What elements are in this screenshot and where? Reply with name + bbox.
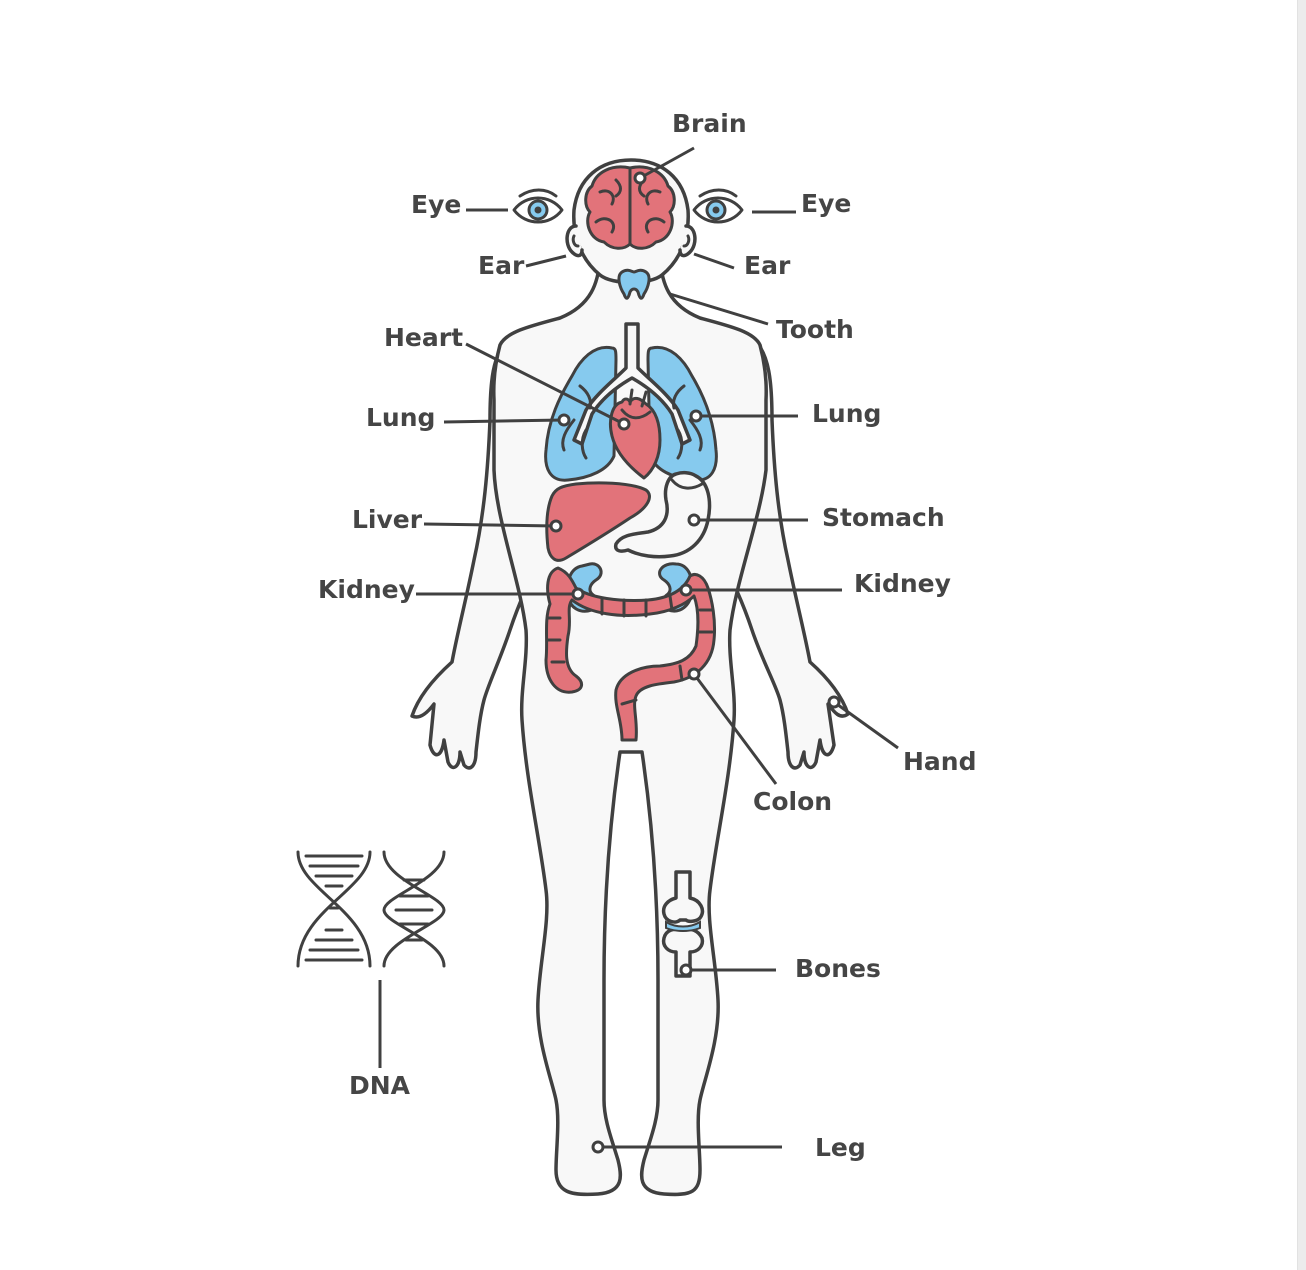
label-stomach: Stomach [822, 503, 945, 532]
label-bones: Bones [795, 954, 881, 983]
label-hand: Hand [903, 747, 977, 776]
label-eye-right: Eye [801, 189, 851, 218]
eye-icon [692, 188, 744, 224]
labels: Brain Eye Eye Ear Ear Tooth Heart Lung L… [318, 109, 977, 1162]
tooth-icon [617, 268, 651, 300]
label-leg: Leg [815, 1133, 866, 1162]
label-dna: DNA [349, 1071, 411, 1100]
label-lung-right: Lung [812, 399, 881, 428]
label-ear-right: Ear [744, 251, 791, 280]
label-tooth: Tooth [776, 315, 854, 344]
label-lung-left: Lung [366, 403, 435, 432]
label-kidney-right: Kidney [854, 569, 951, 598]
dna-icon [296, 850, 446, 968]
label-kidney-left: Kidney [318, 575, 415, 604]
bone-icon [661, 870, 705, 978]
marker-dots [549, 171, 841, 1154]
label-eye-left: Eye [411, 190, 461, 219]
brain-icon [584, 165, 676, 250]
leader-lines [378, 146, 899, 1149]
label-heart: Heart [384, 323, 463, 352]
label-colon: Colon [753, 787, 832, 816]
colon-icon [544, 566, 716, 742]
liver-icon [545, 481, 651, 562]
lungs-icon [544, 322, 718, 482]
label-liver: Liver [352, 505, 423, 534]
page-edge [1297, 0, 1306, 1270]
eye-icon [512, 188, 564, 224]
stomach-icon [613, 470, 712, 559]
label-brain: Brain [672, 109, 747, 138]
label-ear-left: Ear [478, 251, 525, 280]
